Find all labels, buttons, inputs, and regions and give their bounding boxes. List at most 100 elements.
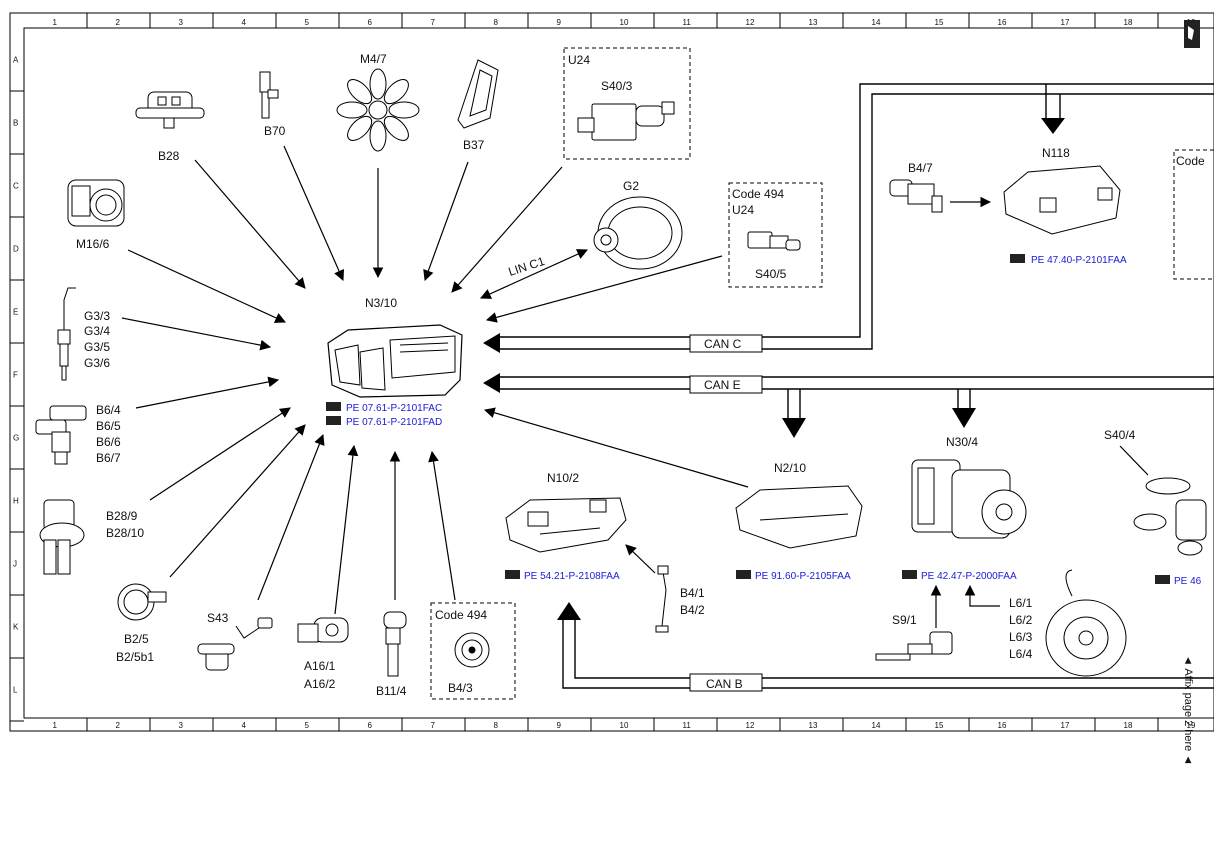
b28-pressure-sensor-icon[interactable] xyxy=(135,91,205,129)
label-b4-7: B4/7 xyxy=(908,161,933,175)
can-e-bus[interactable] xyxy=(500,376,1214,420)
grid-col-label: 9 xyxy=(557,721,562,730)
label-g2: G2 xyxy=(623,179,639,193)
s9-1-brake-switch-icon[interactable] xyxy=(875,631,953,661)
ref-link-n30-4[interactable]: PE 42.47-P-2000FAA xyxy=(902,570,1017,582)
frame-inner xyxy=(23,27,1214,719)
can-b-arrow-icon xyxy=(557,602,581,620)
ref-link-n3-10-b[interactable]: PE 07.61-P-2101FAD xyxy=(326,416,442,428)
b11-4-coolant-sensor-icon[interactable] xyxy=(383,611,407,677)
ref-link-n3-10-a[interactable]: PE 07.61-P-2101FAC xyxy=(326,402,442,414)
grid-col-label: 17 xyxy=(1061,18,1070,27)
label-n30-4: N30/4 xyxy=(946,435,978,449)
grid-row-label: A xyxy=(13,56,19,65)
b37-pedal-sensor-icon[interactable] xyxy=(457,59,499,129)
label-g3-6: G3/6 xyxy=(84,356,110,370)
b70-crankshaft-sensor-icon[interactable] xyxy=(259,71,279,119)
can-e-label[interactable]: CAN E xyxy=(704,378,741,392)
b4-1-fuel-level-sensor-icon[interactable] xyxy=(655,565,669,633)
n2-10-restraint-module-icon[interactable] xyxy=(735,485,863,549)
grid-col-label: 1 xyxy=(53,18,58,27)
label-code-clipped: Code xyxy=(1176,154,1205,168)
label-u24-top: U24 xyxy=(568,53,590,67)
g2-alternator-icon[interactable] xyxy=(593,196,683,270)
grid-col-label: 13 xyxy=(809,18,818,27)
label-g3-3: G3/3 xyxy=(84,309,110,323)
code-box-u24-top xyxy=(563,47,691,160)
l6-wheel-speed-sensor-icon[interactable] xyxy=(1045,569,1127,677)
s40-5-switch-icon[interactable] xyxy=(747,231,801,251)
n30-4-abs-unit-icon[interactable] xyxy=(911,459,1027,539)
can-c-n118-arrow-icon xyxy=(1041,118,1065,134)
label-b11-4: B11/4 xyxy=(376,684,407,698)
grid-col-label: 13 xyxy=(809,721,818,730)
can-c-label-box[interactable] xyxy=(689,334,763,353)
label-b6-5: B6/5 xyxy=(96,419,121,433)
s40-3-switch-icon[interactable] xyxy=(577,101,675,141)
grid-col-label: 7 xyxy=(431,721,436,730)
ref-n2-10[interactable]: PE 91.60-P-2105FAA xyxy=(755,571,851,582)
label-n2-10: N2/10 xyxy=(774,461,806,475)
ref-n118[interactable]: PE 47.40-P-2101FAA xyxy=(1031,255,1127,266)
label-s40-4: S40/4 xyxy=(1104,428,1136,442)
label-n118: N118 xyxy=(1042,146,1070,160)
grid-col-label: 10 xyxy=(620,18,629,27)
s40-4-combination-switch-icon[interactable] xyxy=(1133,477,1207,556)
grid-col-label: 18 xyxy=(1124,18,1133,27)
a16-knock-sensor-icon[interactable] xyxy=(297,617,349,643)
label-b2-5b1: B2/5b1 xyxy=(116,650,154,664)
ref-link-n10-2[interactable]: PE 54.21-P-2108FAA xyxy=(505,570,620,582)
grid-row-label: E xyxy=(13,308,18,317)
label-l6-2: L6/2 xyxy=(1009,613,1033,627)
can-c-bus[interactable] xyxy=(500,83,1214,350)
can-b-bus[interactable] xyxy=(562,618,1214,689)
m4-7-fan-icon[interactable] xyxy=(336,68,420,152)
n118-fuel-pump-module-icon[interactable] xyxy=(1003,165,1121,235)
b6-camshaft-sensor-icon[interactable] xyxy=(35,405,87,465)
grid-col-label: 15 xyxy=(935,18,944,27)
ref-n3-10-b[interactable]: PE 07.61-P-2101FAD xyxy=(346,417,442,428)
ref-link-n118[interactable]: PE 47.40-P-2101FAA xyxy=(1010,254,1127,266)
n3-10-control-unit[interactable] xyxy=(327,324,463,398)
grid-col-label: 10 xyxy=(620,721,629,730)
b28-9-sensor-icon[interactable] xyxy=(39,499,85,575)
page-tab-glyph-icon xyxy=(1188,26,1194,40)
can-c-label[interactable]: CAN C xyxy=(704,337,742,351)
can-e-label-box[interactable] xyxy=(689,375,763,394)
can-b-label[interactable]: CAN B xyxy=(706,677,743,691)
ref-link-n2-10[interactable]: PE 91.60-P-2105FAA xyxy=(736,570,851,582)
m16-6-throttle-icon[interactable] xyxy=(67,179,125,227)
grid-col-label: 16 xyxy=(998,721,1007,730)
b4-3-sensor-icon[interactable] xyxy=(454,632,490,668)
ref-link-s40-4[interactable]: PE 46 xyxy=(1155,575,1202,587)
grid-col-label: 7 xyxy=(431,18,436,27)
ref-s40-4[interactable]: PE 46 xyxy=(1174,576,1202,587)
label-g3-4: G3/4 xyxy=(84,324,110,338)
b2-5-airflow-sensor-icon[interactable] xyxy=(117,583,167,621)
grid-col-label: 8 xyxy=(494,18,499,27)
grid-col-label: 4 xyxy=(242,721,247,730)
code-box-right-clipped xyxy=(1173,149,1214,280)
grid-col-label: 17 xyxy=(1061,721,1070,730)
ref-n10-2[interactable]: PE 54.21-P-2108FAA xyxy=(524,571,620,582)
grid-col-label: 5 xyxy=(305,721,310,730)
can-b-label-box[interactable] xyxy=(689,673,763,692)
can-e-n30-4-arrow-icon xyxy=(952,408,976,428)
grid-row-label: F xyxy=(13,371,18,380)
n10-2-sam-module-icon[interactable] xyxy=(505,497,627,553)
ref-n3-10-a[interactable]: PE 07.61-P-2101FAC xyxy=(346,403,442,414)
g3-oxygen-sensor-icon[interactable] xyxy=(57,287,76,381)
label-code494-top: Code 494 xyxy=(732,187,784,201)
grid-row-label: L xyxy=(13,686,18,695)
label-n3-10: N3/10 xyxy=(365,296,397,310)
s43-oil-level-switch-icon[interactable] xyxy=(197,617,273,671)
grid-col-label: 11 xyxy=(683,721,692,730)
grid-col-label: 14 xyxy=(872,721,881,730)
label-a16-2: A16/2 xyxy=(304,677,336,691)
ref-n30-4[interactable]: PE 42.47-P-2000FAA xyxy=(921,571,1017,582)
grid-row-label: C xyxy=(13,182,19,191)
b4-7-fuel-temp-sensor-icon[interactable] xyxy=(889,179,943,213)
